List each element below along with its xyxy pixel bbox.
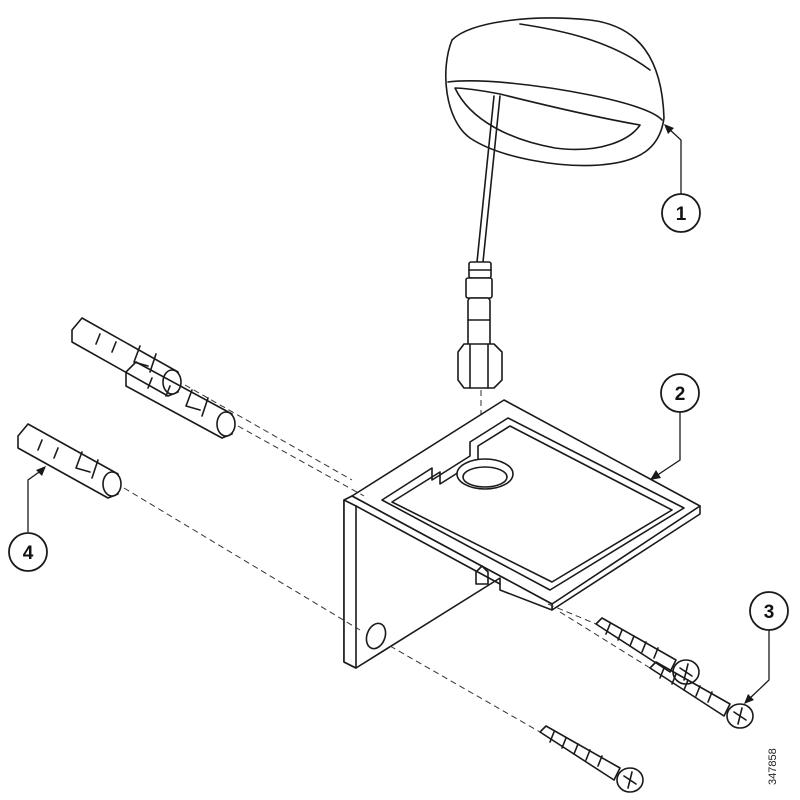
- anchor-guide-lines: [123, 384, 365, 631]
- figure-id: 347858: [767, 748, 779, 785]
- callout-leaders: [27, 124, 770, 704]
- callout-4: 4: [8, 532, 48, 572]
- wall-anchor-3: [17, 423, 122, 499]
- callout-4-label: 4: [23, 543, 34, 564]
- callout-3: 3: [749, 591, 789, 631]
- screw-2: [649, 661, 754, 729]
- screw-3: [539, 725, 644, 793]
- callout-2: 2: [660, 373, 700, 413]
- screw-guide-lines: [389, 603, 651, 733]
- callout-1-label: 1: [676, 204, 687, 225]
- antenna-connector: [457, 261, 503, 389]
- wall-anchor-2: [125, 361, 236, 439]
- antenna-cable: [476, 95, 501, 263]
- callout-1: 1: [661, 193, 701, 233]
- callout-3-label: 3: [764, 602, 775, 623]
- mounting-bracket: [343, 399, 701, 669]
- callout-2-label: 2: [675, 384, 686, 405]
- antenna-dome: [444, 17, 665, 167]
- screw-1: [595, 617, 700, 685]
